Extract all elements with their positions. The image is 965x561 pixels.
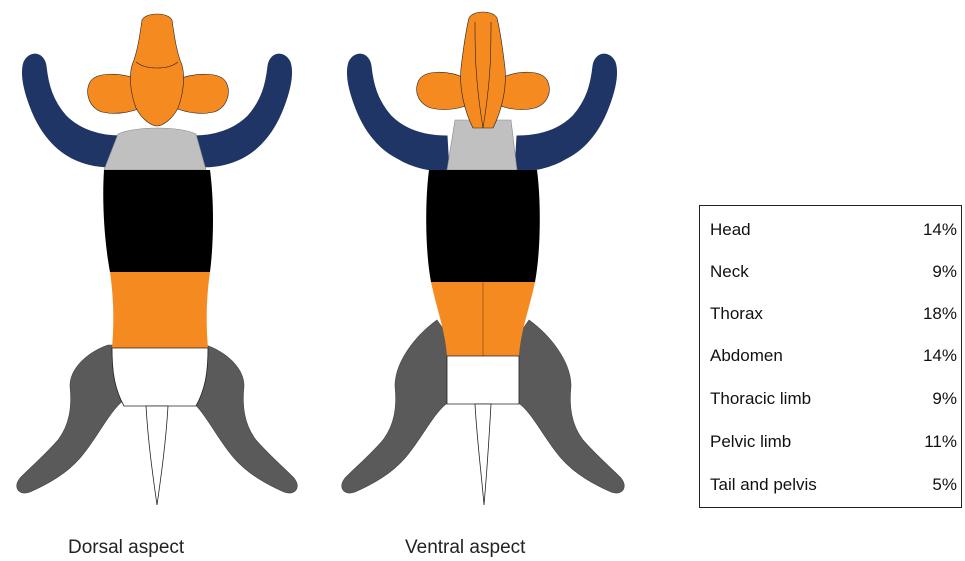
pelvic-limb-right bbox=[515, 320, 624, 493]
region-label: Abdomen bbox=[710, 346, 783, 366]
ventral-aspect-figure bbox=[325, 0, 645, 561]
region-percentage: 9% bbox=[932, 389, 957, 409]
table-row-head: Head 14% bbox=[710, 218, 957, 242]
neck-region bbox=[104, 128, 206, 170]
pelvis-region bbox=[112, 348, 208, 406]
region-percentage: 14% bbox=[923, 346, 957, 366]
thorax-region bbox=[426, 170, 540, 282]
thoracic-limb-left bbox=[347, 54, 449, 170]
ventral-aspect-caption: Ventral aspect bbox=[405, 537, 525, 559]
tail bbox=[475, 404, 491, 505]
pelvic-limb-left bbox=[17, 345, 124, 493]
region-label: Tail and pelvis bbox=[710, 475, 817, 495]
head-skull bbox=[461, 12, 506, 128]
pelvic-limb-left bbox=[342, 320, 451, 493]
region-label: Pelvic limb bbox=[710, 432, 791, 452]
thoracic-limb-right bbox=[515, 54, 617, 170]
tail bbox=[146, 406, 168, 505]
region-percentage: 9% bbox=[932, 262, 957, 282]
region-label: Thoracic limb bbox=[710, 389, 811, 409]
region-percentage: 14% bbox=[923, 220, 957, 240]
region-label: Head bbox=[710, 220, 751, 240]
dorsal-aspect-caption: Dorsal aspect bbox=[68, 537, 184, 559]
body-region-percentage-table: Head 14% Neck 9% Thorax 18% Abdomen 14% … bbox=[699, 205, 962, 508]
table-row-pelvic-limb: Pelvic limb 11% bbox=[710, 430, 957, 454]
region-label: Thorax bbox=[710, 304, 763, 324]
abdomen-region bbox=[110, 272, 210, 348]
region-percentage: 18% bbox=[923, 304, 957, 324]
pelvis-region bbox=[447, 356, 519, 404]
table-row-thoracic-limb: Thoracic limb 9% bbox=[710, 387, 957, 411]
region-label: Neck bbox=[710, 262, 749, 282]
head-skull bbox=[130, 14, 183, 126]
table-row-thorax: Thorax 18% bbox=[710, 302, 957, 326]
region-percentage: 5% bbox=[932, 475, 957, 495]
thorax-region bbox=[103, 170, 213, 272]
table-row-tail-and-pelvis: Tail and pelvis 5% bbox=[710, 473, 957, 497]
table-row-abdomen: Abdomen 14% bbox=[710, 344, 957, 368]
table-row-neck: Neck 9% bbox=[710, 260, 957, 284]
region-percentage: 11% bbox=[924, 432, 957, 452]
dorsal-aspect-figure bbox=[0, 0, 320, 561]
